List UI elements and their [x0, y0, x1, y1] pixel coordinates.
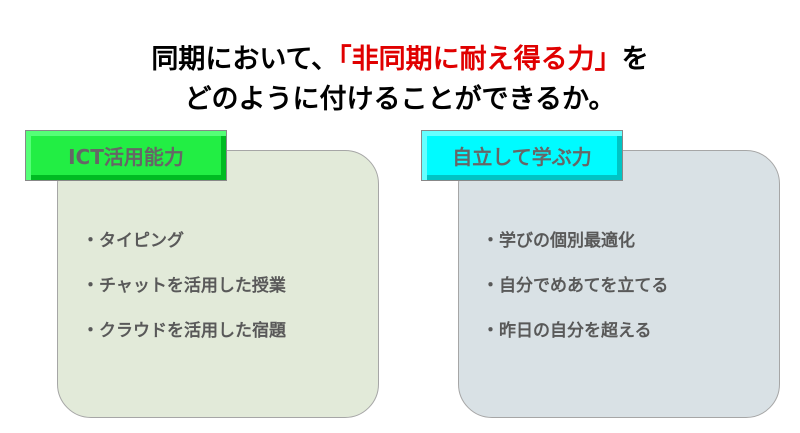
list-item: ・クラウドを活用した宿題	[82, 321, 286, 341]
title-text: 同期において、	[151, 44, 339, 75]
self-learning-label: 自立して学ぶ力	[421, 130, 623, 181]
list-item: ・自分でめあてを立てる	[482, 276, 669, 296]
self-learning-panel	[458, 150, 780, 418]
list-item: ・学びの個別最適化	[482, 231, 635, 251]
self-learning-list: ・学びの個別最適化 ・自分でめあてを立てる ・昨日の自分を超える	[482, 226, 668, 361]
ict-skills-label: ICT活用能力	[25, 130, 227, 181]
slide-title-line1: 同期において、「非同期に耐え得る力」を	[0, 42, 800, 78]
list-item: ・昨日の自分を超える	[482, 321, 652, 341]
list-item: ・タイピング	[82, 231, 184, 251]
title-text-end: を	[621, 44, 649, 75]
list-item: ・チャットを活用した授業	[82, 276, 286, 296]
title-highlight: 「非同期に耐え得る力」	[338, 44, 622, 75]
ict-skills-list: ・タイピング ・チャットを活用した授業 ・クラウドを活用した宿題	[82, 226, 286, 361]
slide-title-line2: どのように付けることができるか。	[184, 84, 616, 115]
ict-skills-panel	[57, 150, 379, 418]
